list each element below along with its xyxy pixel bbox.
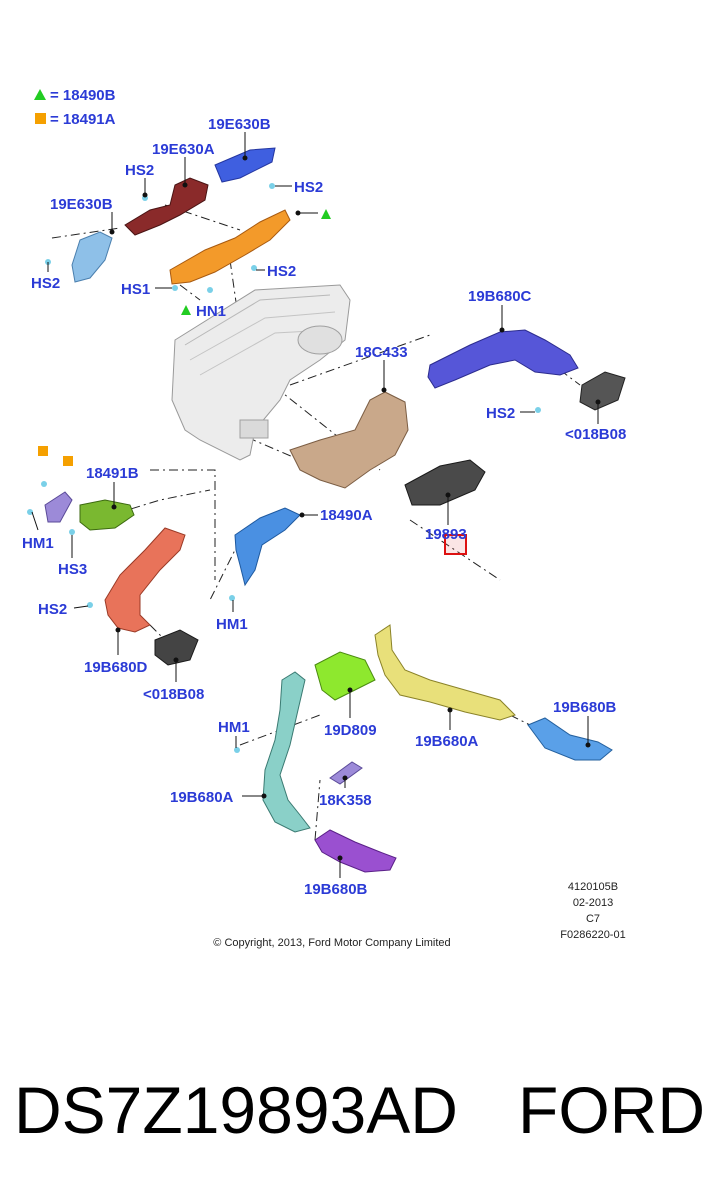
duct-18c433 xyxy=(289,391,409,489)
fasteners xyxy=(27,183,541,753)
label-19b680a-teal: 19B680A xyxy=(170,789,234,806)
label-18k358: 18K358 xyxy=(319,792,372,809)
duct-18490a xyxy=(234,507,301,587)
label-19d809: 19D809 xyxy=(324,722,377,739)
label-hm1-a: HM1 xyxy=(22,535,54,552)
legend-triangle-text: = 18490B xyxy=(50,87,116,104)
drawing-meta: 4120105B 02-2013 C7 F0286220-01 © Copyri… xyxy=(213,881,625,949)
label-hs3: HS3 xyxy=(58,561,87,578)
label-hm1-c: HM1 xyxy=(218,719,250,736)
duct-19b680a-teal xyxy=(262,671,311,833)
label-018b08-right: <018B08 xyxy=(565,426,626,443)
hvac-housing xyxy=(171,284,351,461)
label-19b680c: 19B680C xyxy=(468,288,532,305)
label-hs2-c: HS2 xyxy=(31,275,60,292)
duct-18490b xyxy=(169,209,291,285)
label-18c433: 18C433 xyxy=(355,344,408,361)
label-hs2-d: HS2 xyxy=(267,263,296,280)
meta-line-1: 4120105B xyxy=(568,881,618,893)
label-19b680b-bottom: 19B680B xyxy=(304,881,368,898)
legend-square-text: = 18491A xyxy=(50,111,116,128)
brand-name: FORD xyxy=(518,1073,705,1147)
legend: = 18490B = 18491A xyxy=(34,87,116,128)
label-18491b: 18491B xyxy=(86,465,139,482)
label-hs2-e: HS2 xyxy=(486,405,515,422)
label-hs1: HS1 xyxy=(121,281,150,298)
clip-18k358 xyxy=(329,761,363,785)
legend-square-icon xyxy=(35,113,46,124)
duct-19b680a-yellow xyxy=(374,624,516,721)
duct-19b680b-purple xyxy=(314,829,397,873)
duct-19b680d xyxy=(104,527,186,633)
parts-diagram: = 18490B = 18491A xyxy=(22,87,626,949)
duct-19e630b-left xyxy=(71,231,113,283)
label-hs2-f: HS2 xyxy=(38,601,67,618)
meta-line-4: F0286220-01 xyxy=(560,929,625,941)
leader-lines xyxy=(31,132,601,878)
label-18490a: 18490A xyxy=(320,507,373,524)
label-19e630b-top: 19E630B xyxy=(208,116,271,133)
duct-19b680b-blue xyxy=(527,717,613,761)
vent-19893 xyxy=(404,459,486,506)
label-hn1: HN1 xyxy=(196,303,226,320)
label-hs2-a: HS2 xyxy=(125,162,154,179)
part-labels: 19E630B 19E630A HS2 HS2 19E630B HS2 HS2 … xyxy=(22,116,626,898)
label-19b680b-right: 19B680B xyxy=(553,699,617,716)
label-hm1-b: HM1 xyxy=(216,616,248,633)
label-018b08-left: <018B08 xyxy=(143,686,204,703)
duct-19e630b-top xyxy=(214,147,276,183)
label-19b680a-yellow: 19B680A xyxy=(415,733,479,750)
meta-line-2: 02-2013 xyxy=(573,897,613,909)
label-19e630a: 19E630A xyxy=(152,141,215,158)
bracket-18491b xyxy=(79,499,135,531)
label-hs2-b: HS2 xyxy=(294,179,323,196)
duct-19e630a xyxy=(124,177,209,236)
bracket-19d809 xyxy=(314,651,376,701)
clip-lilac xyxy=(44,491,73,523)
copyright: © Copyright, 2013, Ford Motor Company Li… xyxy=(213,937,450,949)
bottom-banner: DS7Z19893AD FORD xyxy=(0,1060,708,1160)
vent-018b08-right xyxy=(579,371,626,411)
legend-triangle-icon xyxy=(34,89,46,100)
part-number: DS7Z19893AD xyxy=(14,1073,458,1147)
vent-018b08-left xyxy=(154,629,199,666)
label-19b680d: 19B680D xyxy=(84,659,148,676)
label-19893: 19893 xyxy=(425,526,467,543)
duct-19b680c xyxy=(427,329,579,389)
highlight-box xyxy=(444,534,467,555)
meta-line-3: C7 xyxy=(586,913,600,925)
label-19e630b-left: 19E630B xyxy=(50,196,113,213)
